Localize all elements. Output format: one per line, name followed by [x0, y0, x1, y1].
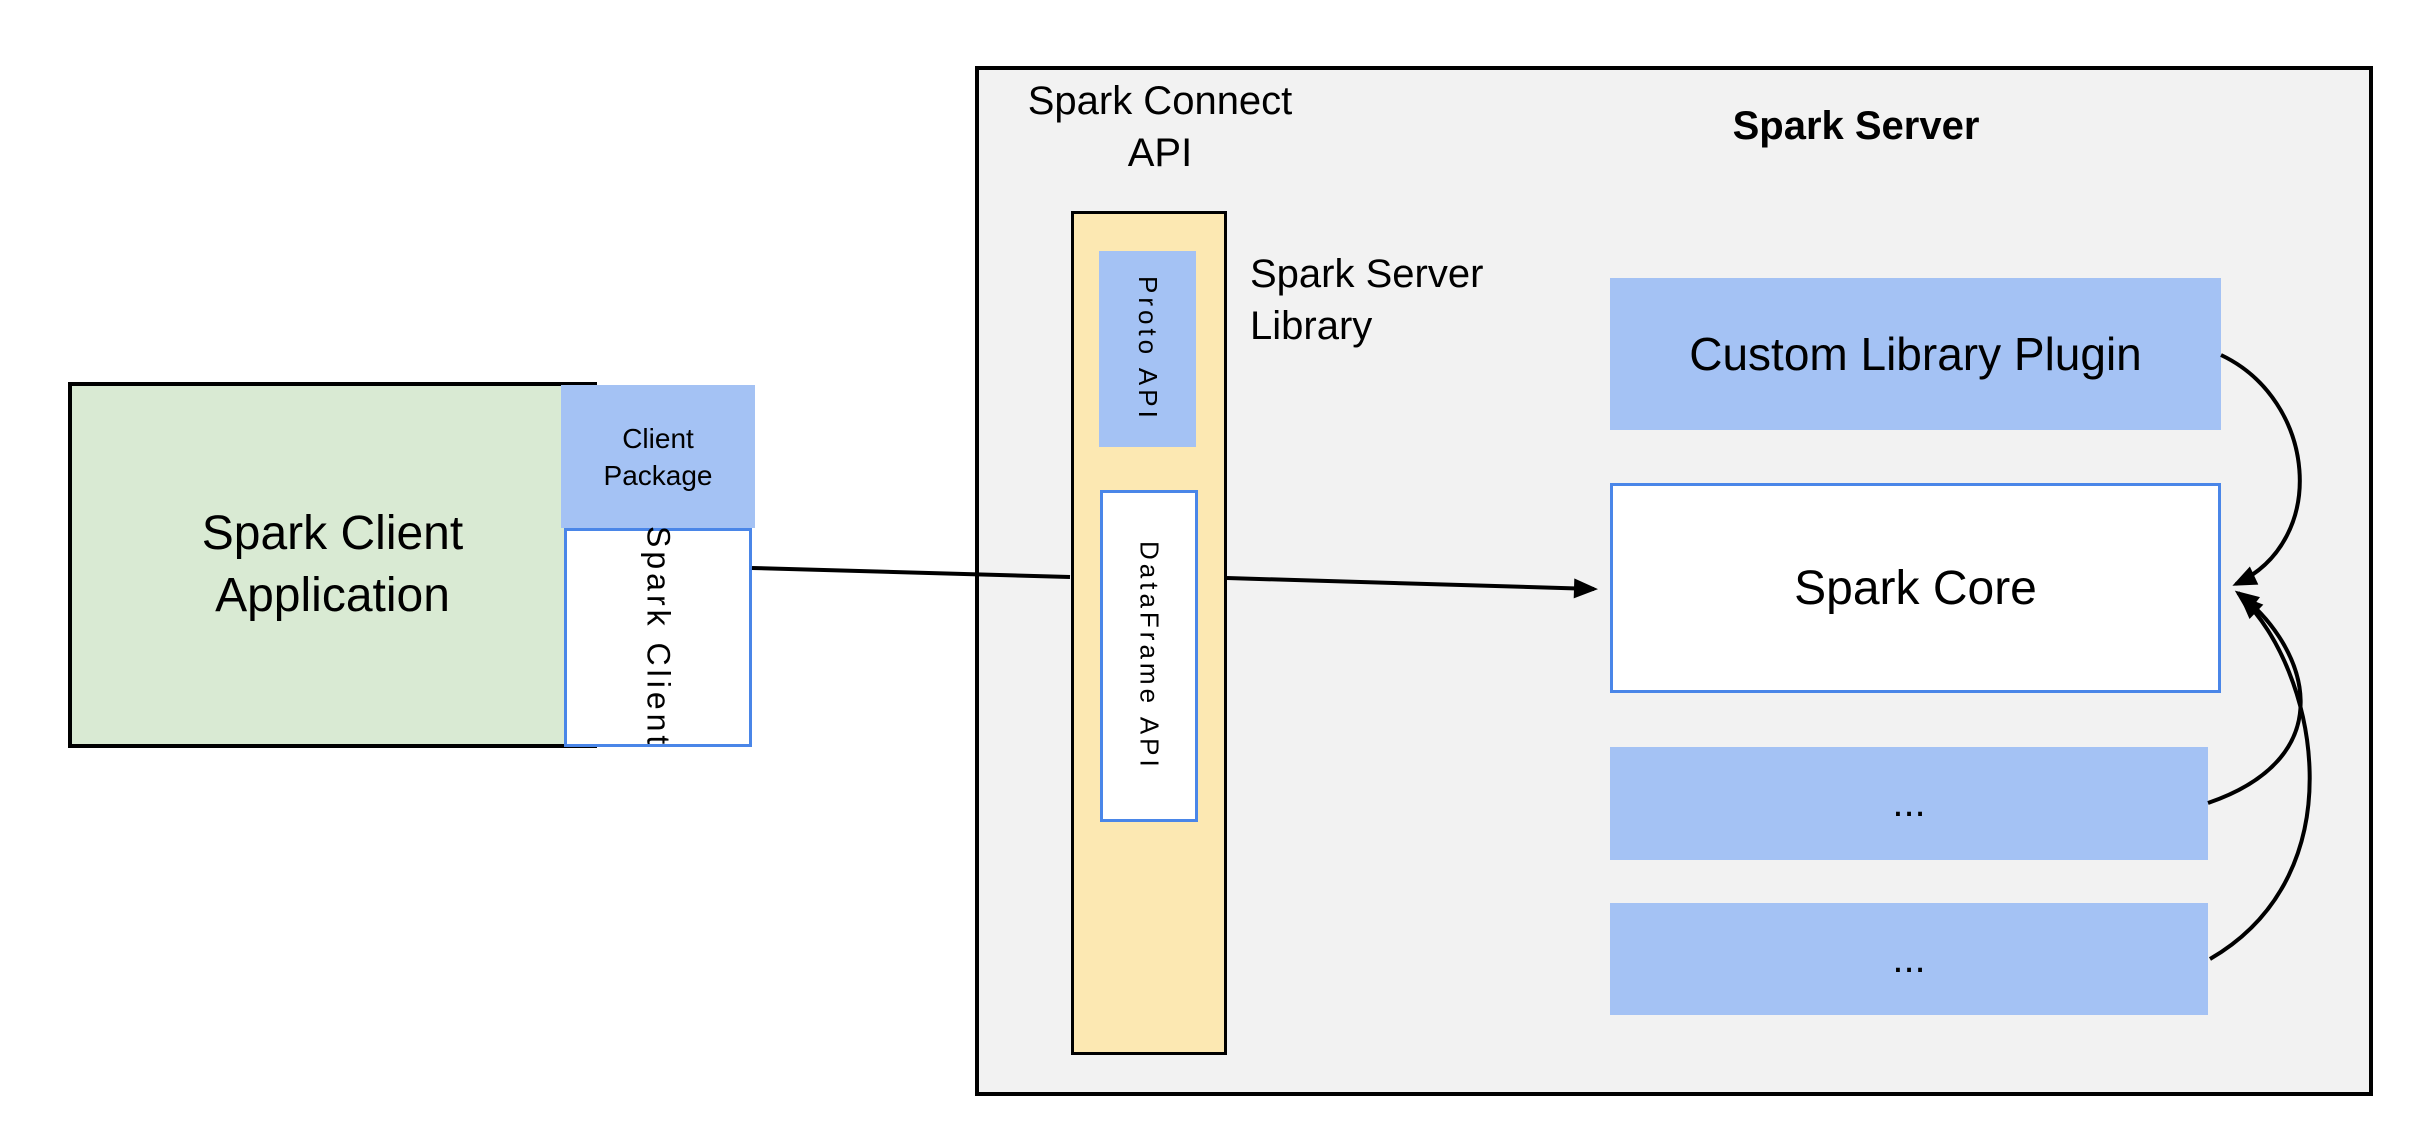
plugin-placeholder-box-1: ... [1610, 747, 2208, 860]
spark-server-library-label-line2: Library [1250, 304, 1373, 348]
spark-connect-api-label-line2: API [1127, 131, 1193, 175]
spark-client-box: Spark Client [564, 526, 752, 749]
spark-client-application-label-line1: Spark Client [201, 507, 464, 560]
plugin-placeholder-label-1: ... [1892, 781, 1926, 825]
proto-api-label: Proto API [1133, 276, 1163, 422]
client-package-label-line2: Package [603, 459, 713, 491]
dataframe-api-label: DataFrame API [1134, 541, 1165, 771]
spark-core-label: Spark Core [1794, 561, 2037, 615]
client-package-label-line1: Client [622, 422, 694, 454]
spark-core-box: Spark Core [1610, 483, 2221, 693]
spark-connect-api-label-line1: Spark Connect [1027, 79, 1293, 123]
spark-client-application-box: Spark Client Application [68, 382, 597, 748]
client-package-box: Client Package [561, 385, 755, 528]
custom-library-plugin-label: Custom Library Plugin [1689, 328, 2142, 380]
spark-server-library-label: Spark Server Library [1250, 248, 1610, 352]
proto-api-box: Proto API [1099, 251, 1196, 447]
spark-client-application-label-line2: Application [215, 569, 450, 622]
spark-server-library-label-line1: Spark Server [1250, 252, 1484, 296]
custom-library-plugin-box: Custom Library Plugin [1610, 278, 2221, 430]
spark-connect-api-label: Spark Connect API [1010, 75, 1310, 179]
spark-server-title: Spark Server [1732, 104, 1980, 148]
spark-client-label: Spark Client [640, 526, 677, 749]
plugin-placeholder-label-2: ... [1892, 936, 1926, 981]
dataframe-api-box: DataFrame API [1100, 490, 1198, 822]
plugin-placeholder-box-2: ... [1610, 903, 2208, 1015]
